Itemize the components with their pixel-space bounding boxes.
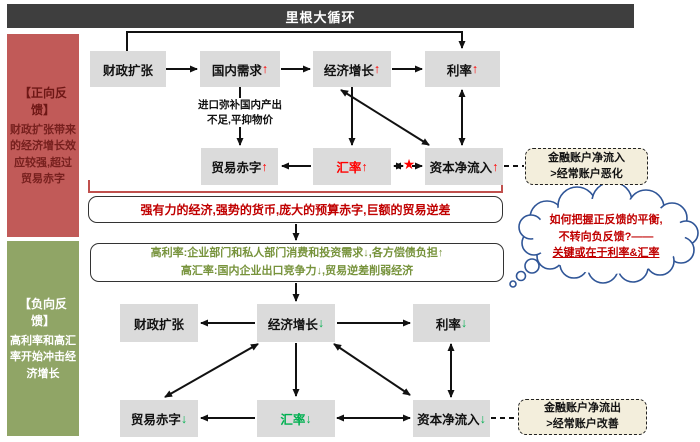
import-note-line1: 进口弥补国内产出 bbox=[198, 99, 282, 111]
down-arrow-icon: ↓ bbox=[305, 411, 312, 426]
node-label: 财政扩张 bbox=[102, 63, 153, 78]
mechanism-line2: 高汇率:国内企业出口竞争力↓,贸易逆差削弱经济 bbox=[180, 264, 414, 277]
down-arrow-icon: ↓ bbox=[317, 316, 325, 330]
down-arrow-icon: ↓ bbox=[180, 411, 188, 426]
node-bottom-interest-rate: 利率↓ bbox=[413, 304, 490, 342]
node-label: 财政扩张 bbox=[133, 317, 184, 332]
negative-feedback-body: 高利率和高汇率开始冲击经济增长 bbox=[10, 334, 76, 380]
thought-bubble-text: 如何把握正反馈的平衡, 不转向负反馈?—— 关键或在于利率&汇率 bbox=[520, 212, 692, 262]
node-label: 利率 bbox=[435, 317, 461, 332]
node-label: 经济增长 bbox=[267, 317, 318, 332]
node-top-exchange-rate: 汇率↑ bbox=[313, 148, 391, 185]
node-top-economic-growth: 经济增长↑ bbox=[313, 51, 391, 87]
node-bottom-exchange-rate: 汇率↓ bbox=[257, 400, 335, 437]
positive-feedback-panel: 【正向反馈】 财政扩张带来的经济增长效应较强,超过贸易赤字 bbox=[7, 34, 79, 237]
node-label: 经济增长 bbox=[323, 63, 374, 78]
import-note-line2: 不足,平抑物价 bbox=[207, 113, 273, 126]
financial-account-inflow-box: 金融账户净流入 >经常账户恶化 bbox=[525, 148, 648, 185]
page-title: 里根大循环 bbox=[7, 4, 634, 28]
node-bottom-net-capital-inflow: 资本净流入↓ bbox=[413, 400, 490, 437]
up-arrow-icon: ↑ bbox=[261, 62, 269, 76]
financial-account-outflow-box: 金融账户净流出 >经常账户改善 bbox=[518, 399, 647, 435]
node-label: 汇率 bbox=[336, 161, 362, 175]
outflow-box-line1: 金融账户净流出 bbox=[544, 402, 621, 415]
node-label: 利率 bbox=[446, 63, 472, 78]
node-label: 国内需求 bbox=[211, 63, 262, 78]
node-label: 贸易赤字 bbox=[211, 161, 262, 175]
node-bottom-economic-growth: 经济增长↓ bbox=[257, 304, 335, 342]
up-arrow-icon: ↑ bbox=[361, 159, 368, 174]
bubble-line3: 关键或在于利率&汇率 bbox=[552, 247, 660, 259]
node-label: 汇率 bbox=[280, 413, 306, 427]
negative-feedback-title: 【负向反馈】 bbox=[18, 296, 67, 328]
node-label: 资本净流入 bbox=[417, 413, 480, 427]
page-title-text: 里根大循环 bbox=[285, 9, 356, 25]
mechanism-line1: 高利率:企业部门和私人部门消费和投资需求↓,各方偿债负担↑ bbox=[150, 247, 444, 260]
node-label: 贸易赤字 bbox=[130, 413, 181, 427]
outflow-box-line2: >经常账户改善 bbox=[546, 418, 619, 430]
bubble-line1: 如何把握正反馈的平衡, bbox=[549, 214, 663, 226]
node-top-trade-deficit: 贸易赤字↑ bbox=[201, 148, 278, 185]
thought-cloud bbox=[509, 181, 699, 288]
up-arrow-icon: ↑ bbox=[373, 62, 381, 76]
up-arrow-icon: ↑ bbox=[261, 159, 268, 174]
down-arrow-icon: ↓ bbox=[479, 411, 486, 426]
node-bottom-fiscal-expansion: 财政扩张 bbox=[120, 304, 198, 342]
node-top-domestic-demand: 国内需求↑ bbox=[200, 51, 280, 87]
positive-feedback-title: 【正向反馈】 bbox=[18, 85, 67, 117]
inflow-box-line2: >经常账户恶化 bbox=[550, 167, 623, 180]
inflow-box-line1: 金融账户净流入 bbox=[548, 151, 625, 164]
node-top-fiscal-expansion: 财政扩张 bbox=[90, 51, 166, 87]
negative-feedback-panel: 【负向反馈】 高利率和高汇率开始冲击经济增长 bbox=[7, 241, 79, 436]
up-arrow-icon: ↑ bbox=[492, 159, 499, 174]
bubble-line2: 不转向负反馈?—— bbox=[558, 230, 654, 243]
up-arrow-icon: ↑ bbox=[471, 62, 479, 76]
summary-banner-text: 强有力的经济,强势的货币,庞大的预算赤字,巨额的贸易逆差 bbox=[140, 203, 451, 217]
node-top-interest-rate: 利率↑ bbox=[425, 51, 500, 87]
red-bracket bbox=[88, 180, 503, 193]
star-icon: ★ bbox=[402, 156, 416, 172]
mechanism-banner: 高利率:企业部门和私人部门消费和投资需求↓,各方偿债负担↑ 高汇率:国内企业出口… bbox=[90, 243, 504, 282]
down-arrow-icon: ↓ bbox=[460, 316, 468, 330]
positive-feedback-body: 财政扩张带来的经济增长效应较强,超过贸易赤字 bbox=[10, 123, 76, 186]
node-bottom-trade-deficit: 贸易赤字↓ bbox=[120, 400, 198, 437]
import-note: 进口弥补国内产出 不足,平抑物价 bbox=[184, 98, 296, 128]
summary-banner: 强有力的经济,强势的货币,庞大的预算赤字,巨额的贸易逆差 bbox=[88, 196, 503, 223]
node-label: 资本净流入 bbox=[429, 161, 493, 175]
node-top-net-capital-inflow: 资本净流入↑ bbox=[425, 148, 503, 185]
